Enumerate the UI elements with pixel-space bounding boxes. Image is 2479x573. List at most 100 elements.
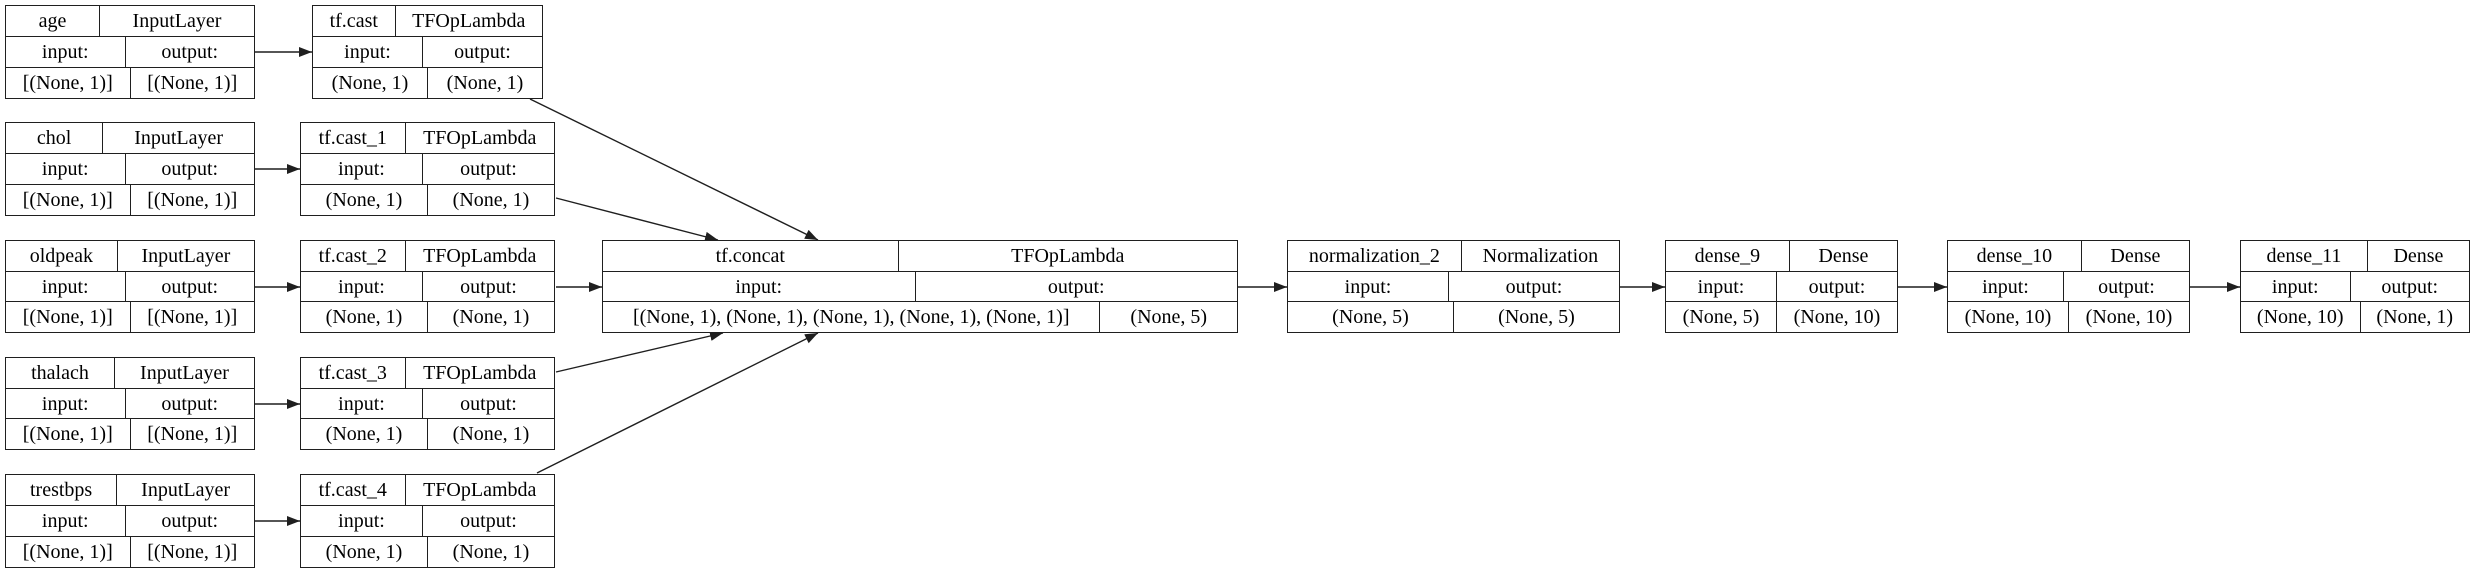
layer-type: InputLayer [141,244,231,267]
node-dense-10: dense_10 Dense input: output: (None, 10)… [1947,240,2190,333]
layer-type: TFOpLambda [423,244,537,267]
input-label: input: [301,388,423,419]
layer-name: thalach [6,358,115,388]
layer-type: Dense [2393,244,2444,267]
input-label: input: [1288,271,1449,302]
input-shape: [(None, 1)] [6,185,131,215]
node-shape-row: [(None, 1)] [(None, 1)] [6,68,254,98]
node-title-row: tf.concat TFOpLambda [603,241,1237,272]
input-label: input: [6,271,126,302]
layer-name: normalization_2 [1288,241,1462,271]
node-shape-row: (None, 10) (None, 10) [1948,302,2189,333]
input-label: input: [6,388,126,419]
layer-type: InputLayer [132,10,222,32]
edge-tf-cast-4-to-tf-concat [536,332,819,474]
input-shape: (None, 10) [1948,302,2069,333]
node-io-label-row: input: output: [301,271,554,303]
output-shape: (None, 1) [452,306,530,329]
output-label: output: [1808,275,1866,298]
node-io-label-row: input: output: [1948,271,2189,303]
output-shape: (None, 1) [452,189,530,211]
output-label: output: [161,275,219,298]
output-shape: [(None, 1)] [147,541,238,563]
input-shape: (None, 5) [1666,302,1777,333]
input-shape: (None, 1) [301,419,428,450]
input-label: input: [6,154,126,184]
node-shape-row: [(None, 1)] [(None, 1)] [6,302,254,333]
node-normalization-2: normalization_2 Normalization input: out… [1287,240,1620,333]
node-shape-row: (None, 1) (None, 1) [301,537,554,567]
layer-type: Dense [2110,244,2161,267]
layer-name: tf.cast_3 [301,358,406,388]
node-io-label-row: input: output: [6,388,254,420]
output-shape: (None, 1) [452,423,530,446]
layer-name: tf.cast_1 [301,123,406,153]
input-shape: (None, 10) [2241,302,2361,333]
node-title-row: chol InputLayer [6,123,254,154]
layer-name: oldpeak [6,241,118,271]
node-tf-cast-2: tf.cast_2 TFOpLambda input: output: (Non… [300,240,555,333]
input-shape: [(None, 1), (None, 1), (None, 1), (None,… [603,302,1101,333]
layer-name: trestbps [6,475,118,505]
output-label: output: [161,510,219,532]
layer-name: dense_11 [2241,241,2368,271]
input-shape: (None, 1) [301,537,428,567]
node-title-row: tf.cast_4 TFOpLambda [301,475,554,506]
node-shape-row: [(None, 1), (None, 1), (None, 1), (None,… [603,302,1237,333]
node-title-row: tf.cast_3 TFOpLambda [301,358,554,389]
layer-name: tf.cast_2 [301,241,406,271]
output-label: output: [454,41,511,63]
node-io-label-row: input: output: [301,506,554,537]
node-tf-cast-1: tf.cast_1 TFOpLambda input: output: (Non… [300,122,555,216]
node-tf-cast: tf.cast TFOpLambda input: output: (None,… [312,5,543,99]
output-shape: (None, 5) [1498,306,1575,329]
node-shape-row: (None, 1) (None, 1) [301,419,554,450]
node-io-label-row: input: output: [6,154,254,185]
output-label: output: [1505,275,1563,298]
node-io-label-row: input: output: [1288,271,1619,303]
layer-name: dense_9 [1666,241,1790,271]
node-title-row: dense_11 Dense [2241,241,2469,272]
layer-type: Normalization [1482,244,1599,267]
node-thalach: thalach InputLayer input: output: [(None… [5,357,255,450]
input-label: input: [603,271,916,302]
layer-type: Dense [1818,244,1869,267]
node-dense-9: dense_9 Dense input: output: (None, 5) (… [1665,240,1898,333]
layer-name: tf.concat [603,241,899,271]
layer-type: TFOpLambda [1011,244,1125,267]
node-io-label-row: input: output: [2241,271,2469,303]
layer-name: chol [6,123,104,153]
layer-type: InputLayer [141,479,231,501]
node-title-row: tf.cast_1 TFOpLambda [301,123,554,154]
input-shape: (None, 1) [301,302,428,333]
layer-name: age [6,6,100,36]
node-chol: chol InputLayer input: output: [(None, 1… [5,122,255,216]
node-dense-11: dense_11 Dense input: output: (None, 10)… [2240,240,2470,333]
node-io-label-row: input: output: [6,37,254,68]
output-shape: (None, 5) [1130,306,1208,329]
input-label: input: [301,154,423,184]
node-title-row: tf.cast TFOpLambda [313,6,542,37]
node-io-label-row: input: output: [301,154,554,185]
node-title-row: trestbps InputLayer [6,475,254,506]
node-io-label-row: input: output: [603,271,1237,303]
layer-type: TFOpLambda [423,479,537,501]
output-shape: (None, 1) [446,72,524,94]
output-label: output: [460,275,517,298]
node-title-row: oldpeak InputLayer [6,241,254,272]
node-title-row: tf.cast_2 TFOpLambda [301,241,554,272]
input-shape: [(None, 1)] [6,419,131,450]
node-shape-row: [(None, 1)] [(None, 1)] [6,419,254,450]
output-label: output: [460,392,517,415]
output-shape: [(None, 1)] [147,189,238,211]
output-shape: (None, 10) [2085,306,2173,329]
output-label: output: [2098,275,2155,298]
node-age: age InputLayer input: output: [(None, 1)… [5,5,255,99]
output-shape: (None, 10) [1793,306,1881,329]
layer-type: TFOpLambda [423,127,537,149]
node-tf-cast-3: tf.cast_3 TFOpLambda input: output: (Non… [300,357,555,450]
output-label: output: [161,392,219,415]
input-label: input: [1948,271,2064,302]
layer-type: TFOpLambda [423,361,537,384]
